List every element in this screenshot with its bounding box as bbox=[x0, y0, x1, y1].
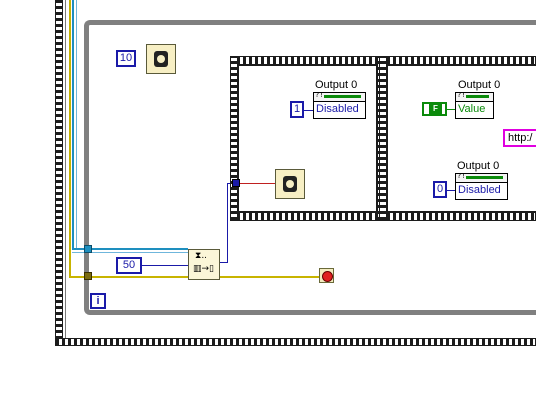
sequence-frame-1-inner bbox=[238, 65, 377, 212]
subvi-glyph: ▥→▯ bbox=[193, 264, 214, 274]
frame1-property-header: ?! bbox=[314, 91, 365, 102]
timing-tunnel[interactable] bbox=[232, 179, 240, 187]
frame1-property-node[interactable]: ?! Disabled bbox=[313, 91, 366, 119]
wait-ms-constant[interactable]: 10 bbox=[116, 50, 136, 67]
timing-wire-inner bbox=[240, 183, 276, 184]
frame1-wire bbox=[304, 110, 315, 111]
stop-icon bbox=[322, 271, 333, 282]
boolean-wire bbox=[447, 109, 456, 110]
outer-sequence-bottom-edge bbox=[55, 338, 536, 346]
subvi-input-constant[interactable]: 50 bbox=[116, 257, 142, 274]
error-tunnel[interactable] bbox=[84, 245, 92, 253]
frame2-property-bottom-header: ?! bbox=[456, 172, 507, 183]
outer-sequence-left-edge bbox=[55, 0, 63, 346]
error-wire-left bbox=[72, 0, 74, 250]
sequence-frame-2-top bbox=[380, 56, 536, 65]
url-string-constant[interactable]: http:/ bbox=[503, 129, 536, 147]
frame2-constant[interactable]: 0 bbox=[433, 181, 447, 198]
refnum-wire-left bbox=[69, 0, 71, 278]
frame1-constant[interactable]: 1 bbox=[290, 101, 304, 118]
sequence-frame-1-left bbox=[230, 56, 238, 221]
frame2-property-node-top[interactable]: ?! Value bbox=[455, 91, 494, 119]
frame2-property-node-bottom[interactable]: ?! Disabled bbox=[455, 172, 508, 200]
outer-sequence-inner-line bbox=[65, 0, 66, 338]
wait-ms-function[interactable] bbox=[146, 44, 176, 74]
sequence-frame-2-bottom bbox=[380, 212, 536, 221]
timing-wire-stub bbox=[220, 262, 228, 263]
stopwatch-icon bbox=[283, 176, 297, 192]
frame2-property-top-header: ?! bbox=[456, 91, 493, 102]
sequence-frame-1-top bbox=[230, 56, 384, 65]
sequence-frame-2-left bbox=[379, 56, 387, 221]
subvi-node[interactable]: ⧗.. ▥→▯ bbox=[188, 249, 220, 280]
int-wire bbox=[142, 265, 188, 266]
frame2-property-top-value: Value bbox=[458, 103, 486, 115]
frame2-indicator-bottom-label: Output 0 bbox=[457, 160, 500, 172]
refnum-tunnel[interactable] bbox=[84, 272, 92, 280]
stop-terminal[interactable] bbox=[319, 268, 334, 283]
wait-function-frame1[interactable] bbox=[275, 169, 305, 199]
error-wire-horizontal-2 bbox=[72, 252, 188, 253]
frame1-indicator-label: Output 0 bbox=[315, 79, 358, 91]
hourglass-icon: ⧗.. bbox=[195, 251, 208, 261]
while-loop-frame[interactable] bbox=[84, 20, 536, 315]
boolean-false-constant[interactable]: F bbox=[422, 102, 447, 116]
error-wire-horizontal bbox=[72, 248, 188, 250]
sequence-frame-1-bottom bbox=[230, 212, 384, 221]
stopwatch-icon bbox=[154, 51, 168, 67]
frame1-property-value: Disabled bbox=[316, 103, 359, 115]
frame2-indicator-top-label: Output 0 bbox=[458, 79, 501, 91]
frame2-property-bottom-value: Disabled bbox=[458, 184, 501, 196]
url-string-text: http:/ bbox=[508, 132, 533, 144]
boolean-false-label: F bbox=[429, 104, 442, 114]
frame2-wire bbox=[447, 190, 456, 191]
timing-wire-vertical bbox=[227, 183, 228, 263]
error-wire-left-2 bbox=[76, 0, 77, 250]
iteration-terminal[interactable]: i bbox=[90, 293, 106, 309]
